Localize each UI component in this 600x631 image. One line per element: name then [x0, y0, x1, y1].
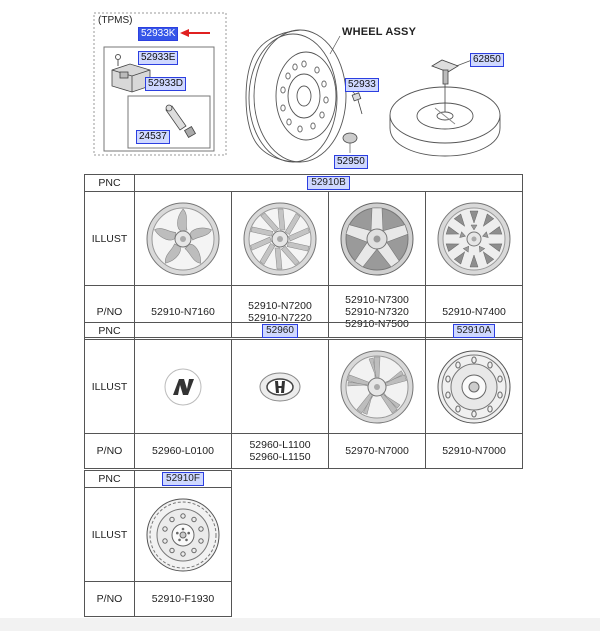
pnc-label: PNC	[84, 470, 135, 488]
catalog-section-52910f: PNC 52910F ILLUST P/NO	[84, 470, 232, 617]
pnc-label: PNC	[84, 322, 135, 340]
tpms-screw-icon	[115, 54, 121, 66]
callout-52933d[interactable]: 52933D	[145, 77, 187, 91]
part-number: 52910-N7400	[442, 305, 506, 318]
valve-stem-icon	[165, 104, 197, 139]
tpms-dashed-box	[93, 12, 227, 156]
part-number: 52970-N7000	[345, 445, 409, 457]
alloy-wheel-star-pattern-icon	[424, 191, 524, 286]
illust-label: ILLUST	[84, 487, 135, 582]
callout-62850[interactable]: 62850	[470, 53, 504, 67]
alloy-wheel-5-spoke-icon	[328, 191, 426, 286]
catalog-section-52910b: PNC 52910B ILLUST	[84, 174, 524, 338]
pnc-label: PNC	[84, 174, 135, 192]
hyundai-logo-cap-icon	[231, 339, 329, 434]
tpms-inner-box	[103, 46, 215, 152]
pnc-52910f[interactable]: 52910F	[162, 472, 204, 486]
part-number: 52960-L1150	[249, 451, 311, 463]
callout-24537[interactable]: 24537	[136, 130, 170, 144]
tpms-sensor-icon	[111, 63, 151, 93]
callout-52933[interactable]: 52933	[345, 78, 379, 92]
callout-52933e[interactable]: 52933E	[138, 51, 179, 65]
part-number: 52910-N7300	[345, 293, 409, 306]
part-number: 52960-L0100	[152, 445, 214, 457]
pnc-52910a[interactable]: 52910A	[452, 324, 496, 338]
pno-cell[interactable]: 52910-N7000	[425, 433, 524, 469]
part-number: 52910-N7200	[248, 299, 312, 312]
catalog-section-52960: PNC 52960 52910A ILLUST	[84, 322, 524, 469]
wheel-assy-label: WHEEL ASSY	[342, 26, 417, 38]
illust-label: ILLUST	[84, 191, 135, 286]
part-number: 52910-N7000	[442, 445, 506, 457]
steel-wheel-icon	[425, 339, 524, 434]
pno-label: P/NO	[84, 433, 135, 469]
pno-label: P/NO	[84, 581, 135, 617]
pnc-52910b[interactable]: 52910B	[307, 176, 350, 190]
pnc-52960[interactable]: 52960	[262, 324, 298, 338]
tpms-label: (TPMS)	[98, 15, 133, 26]
spare-steel-wheel-icon	[134, 487, 232, 582]
alloy-wheel-twisted-spokes-icon	[134, 191, 232, 286]
alloy-wheel-10-spoke-icon	[327, 339, 427, 434]
part-number: 52960-L1100	[249, 439, 311, 451]
valve-inner-box	[127, 95, 211, 149]
n-logo-cap-icon	[134, 339, 232, 434]
part-number: 52910-N7160	[151, 305, 215, 318]
pno-cell[interactable]: 52910-F1930	[134, 581, 232, 617]
part-number: 52910-F1930	[151, 593, 215, 605]
part-number: 52910-N7220	[248, 311, 312, 324]
callout-52933k[interactable]: 52933K	[138, 27, 179, 41]
callout-52950[interactable]: 52950	[334, 155, 368, 169]
part-number: 52910-N7320	[345, 305, 409, 318]
exploded-diagram	[93, 12, 501, 163]
alloy-wheel-blade-spokes-icon	[231, 191, 329, 286]
bottom-bar	[0, 618, 600, 631]
illust-label: ILLUST	[84, 339, 135, 434]
spare-tire-clamp-bolt-icon	[431, 59, 459, 112]
balance-weight-icon	[342, 132, 358, 144]
pno-cell[interactable]: 52970-N7000	[327, 433, 427, 469]
steel-wheel-assy-drawing	[245, 29, 347, 163]
pno-cell[interactable]: 52960-L0100	[134, 433, 232, 469]
red-arrow-icon	[180, 29, 210, 37]
wheel-nut-icon	[351, 92, 363, 115]
spare-tire-drawing	[389, 86, 501, 157]
